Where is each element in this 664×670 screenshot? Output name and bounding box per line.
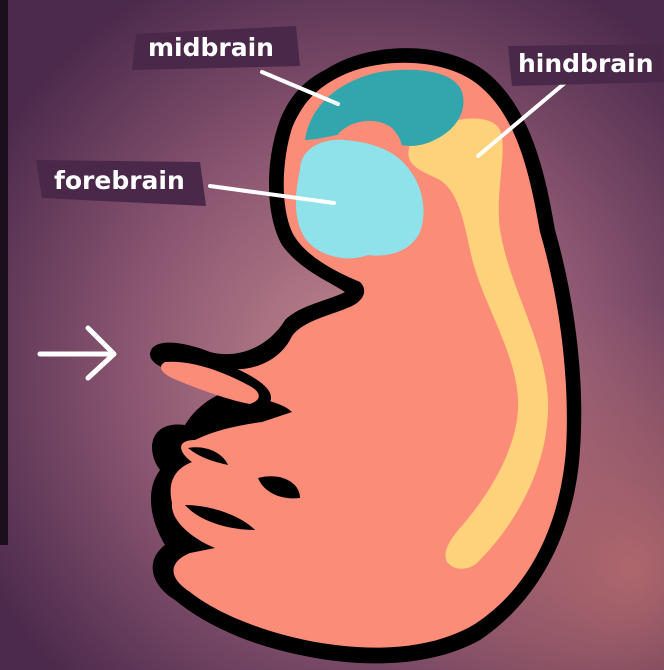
hindbrain-label-text: hindbrain xyxy=(518,49,654,78)
left-edge-bar xyxy=(0,0,8,545)
forebrain-label-text: forebrain xyxy=(54,166,185,195)
midbrain-label: midbrain xyxy=(132,26,300,70)
hindbrain-label: hindbrain xyxy=(508,44,664,86)
midbrain-label-text: midbrain xyxy=(148,33,274,62)
